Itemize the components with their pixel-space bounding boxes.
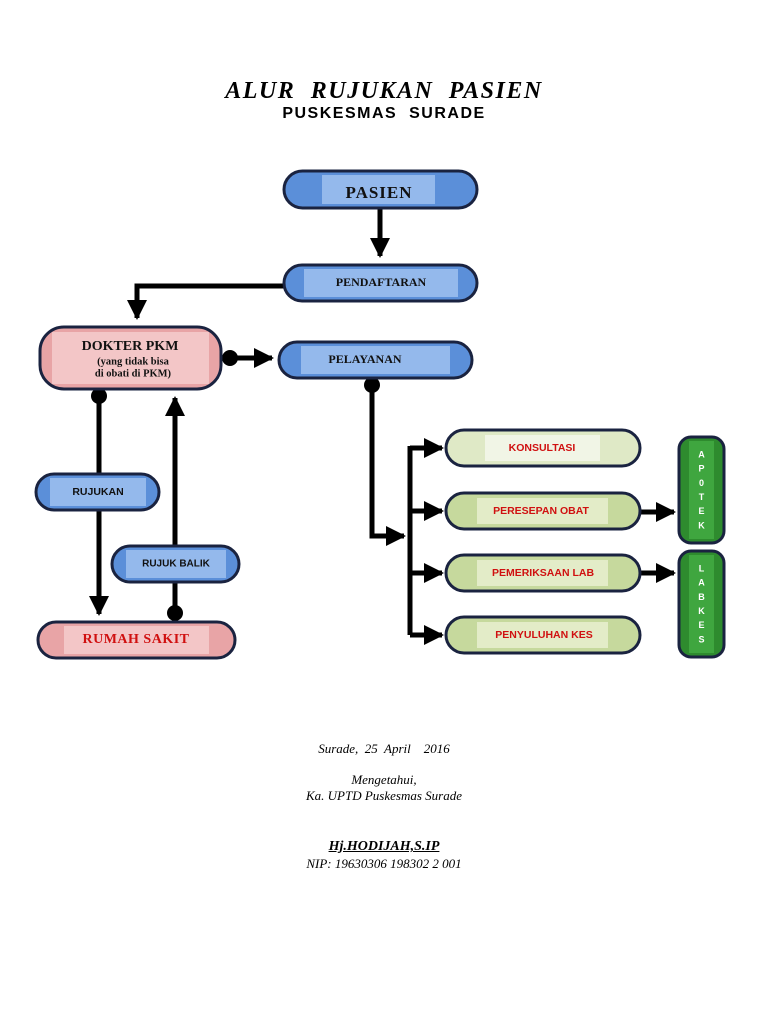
connector-dots	[91, 350, 380, 621]
node-rujukan: RUJUKAN	[34, 472, 161, 512]
node-pelayanan: PELAYANAN	[277, 340, 474, 380]
node-pendaftaran: PENDAFTARAN	[282, 263, 479, 303]
node-penyuluhan-kes: PENYULUHAN KES	[444, 615, 642, 655]
pendaftaran-label: PENDAFTARAN	[336, 275, 427, 289]
labkes-letter: K	[698, 606, 705, 616]
apotek-letter: K	[698, 520, 705, 530]
node-rumah-sakit: RUMAH SAKIT	[36, 620, 237, 660]
pelayanan-label: PELAYANAN	[328, 352, 401, 366]
diagram-title: ALUR RUJUKAN PASIEN	[225, 78, 543, 104]
dot-dokter-right	[222, 350, 238, 366]
apotek-letter: E	[698, 506, 704, 516]
labkes-letter: S	[698, 634, 704, 644]
apotek-letter: T	[699, 492, 705, 502]
diagram-subtitle: PUSKESMAS SURADE	[282, 105, 486, 122]
labkes-letter: A	[698, 578, 705, 588]
rujuk-balik-label: RUJUK BALIK	[142, 559, 211, 570]
sign-name: Hj.HODIJAH,S.IP	[328, 839, 440, 854]
node-rujuk-balik: RUJUK BALIK	[110, 544, 241, 584]
dot-pelayanan-bottom	[364, 377, 380, 393]
apotek-letter: 0	[699, 478, 704, 488]
labkes-letter: L	[699, 563, 705, 573]
sign-knowing: Mengetahui,	[351, 772, 417, 787]
sign-nip: NIP: 19630306 198302 2 001	[306, 856, 462, 871]
node-pasien: PASIEN	[282, 169, 479, 210]
node-konsultasi: KONSULTASI	[444, 428, 642, 468]
dot-rumahsakit-top	[167, 605, 183, 621]
dokter-note-line1: (yang tidak bisa	[97, 356, 170, 367]
node-pemeriksaan-lab: PEMERIKSAAN LAB	[444, 553, 642, 593]
node-dokter-pkm: DOKTER PKM (yang tidak bisa di obati di …	[38, 325, 223, 391]
pemeriksaan-lab-label: PEMERIKSAAN LAB	[492, 567, 595, 579]
node-peresepan-obat: PERESEPAN OBAT	[444, 491, 642, 531]
rujukan-label: RUJUKAN	[72, 486, 123, 498]
labkes-letter: E	[698, 620, 704, 630]
pasien-label: PASIEN	[345, 183, 412, 202]
peresepan-obat-label: PERESEPAN OBAT	[493, 505, 589, 517]
sign-position: Ka. UPTD Puskesmas Surade	[306, 788, 462, 803]
sign-place-date: Surade, 25 April 2016	[318, 741, 450, 756]
connector-pendaftaran-dokter	[127, 283, 284, 320]
connector-pelayanan-branch	[369, 385, 406, 546]
dot-dokter-bottom	[91, 388, 107, 404]
apotek-letter: P	[698, 464, 704, 474]
dokter-title: DOKTER PKM	[82, 339, 179, 354]
penyuluhan-kes-label: PENYULUHAN KES	[495, 629, 592, 641]
apotek-letter: A	[698, 449, 705, 459]
dokter-note-line2: di obati di PKM)	[95, 368, 172, 379]
connectors	[89, 208, 676, 645]
konsultasi-label: KONSULTASI	[509, 442, 576, 454]
rumah-sakit-label: RUMAH SAKIT	[82, 632, 189, 647]
labkes-letter: B	[698, 592, 705, 602]
